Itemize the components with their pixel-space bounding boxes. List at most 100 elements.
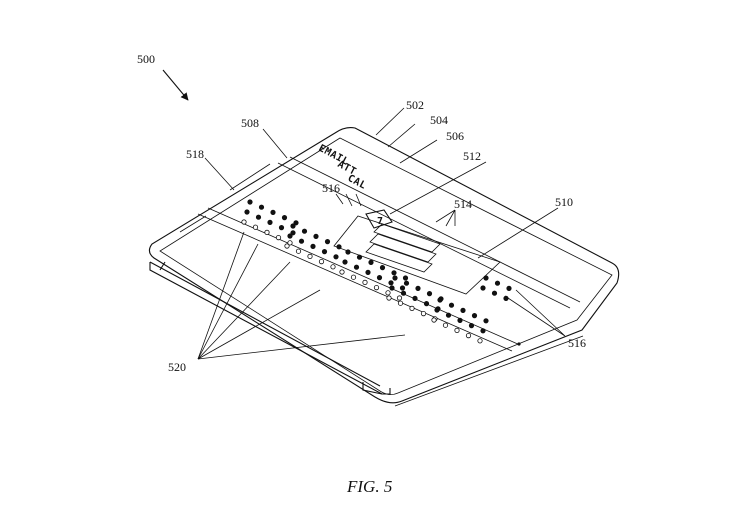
leader-lines (162, 69, 566, 360)
indicator-dot (477, 338, 483, 344)
indicator-dot (321, 249, 328, 255)
indicator-dot (434, 307, 440, 313)
indicator-dot (399, 285, 406, 291)
indicator-dot (468, 322, 475, 329)
indicator-dot (287, 233, 293, 239)
indicator-dot (298, 238, 305, 244)
device-arrow (162, 69, 189, 101)
reference-numerals: 500 502 504 506 508 518 512 516 514 510 … (137, 52, 586, 374)
indicator-dot (356, 254, 363, 260)
indicator-dot (318, 258, 325, 265)
ref-label-b: 506 (446, 129, 464, 143)
indicator-dot (397, 300, 404, 306)
indicator-dot (457, 317, 463, 323)
indicator-dot (389, 285, 395, 291)
indicator-dot (301, 228, 308, 234)
indicator-dot (396, 295, 403, 301)
indicator-dot (506, 285, 512, 291)
label-cal: CAL (346, 173, 368, 192)
indicator-dot (368, 259, 374, 265)
indicator-dot (483, 275, 489, 281)
indicator-dot (264, 229, 270, 235)
app-icon-glyph: 7 (377, 216, 384, 227)
indicator-dot (385, 290, 391, 296)
indicator-dot (307, 253, 313, 259)
indicator-dot (494, 280, 501, 286)
indicator-dot (339, 269, 345, 275)
indicator-dot (284, 243, 290, 249)
indicator-dot (241, 219, 247, 225)
indicator-dot (437, 297, 443, 303)
app-icon: 7 (365, 209, 393, 229)
ref-edge: 518 (186, 147, 204, 161)
indicator-dot (392, 275, 398, 281)
indicator-dot (310, 243, 316, 249)
indicator-dot (324, 239, 331, 245)
indicator-dot (330, 264, 336, 270)
indicator-dot (290, 230, 296, 236)
indicator-dot (376, 274, 383, 281)
indicator-dot (402, 275, 409, 281)
indicator-dot (480, 285, 486, 291)
ref-indicators-left: 516 (322, 181, 340, 195)
ref-icon: 512 (463, 149, 481, 163)
indicator-dot (388, 280, 394, 286)
back-cover-layer (149, 261, 391, 395)
ref-label-a: 504 (430, 113, 448, 127)
active-panel: 7 (333, 209, 501, 295)
ref-cover: 502 (406, 98, 424, 112)
indicator-dot (403, 280, 410, 286)
indicator-dot (247, 199, 253, 205)
indicator-dot (342, 259, 348, 265)
indicator-dot (365, 269, 371, 275)
indicator-dot (345, 249, 351, 255)
indicator-dot (491, 290, 498, 296)
indicator-dot-grid (241, 199, 512, 344)
indicator-dot (255, 214, 262, 220)
ref-indicators-lower: 516 (568, 336, 586, 350)
indicator-dot (353, 264, 360, 270)
indicator-dot (454, 327, 460, 333)
indicator-dot (409, 305, 415, 311)
indicator-dot (483, 318, 489, 324)
indicator-dot (373, 284, 380, 291)
indicator-dot (281, 215, 288, 221)
indicator-dot (278, 225, 285, 231)
indicator-dot (362, 279, 368, 285)
indicator-dot (423, 300, 430, 307)
ref-dots: 520 (168, 360, 186, 374)
panel-slider-bars (365, 223, 441, 273)
indicator-dot (275, 235, 282, 241)
dot-callout-lines (197, 231, 406, 360)
indicator-dot (244, 209, 250, 215)
indicator-dot (290, 223, 296, 229)
indicator-dot (333, 254, 339, 260)
indicator-dot (412, 295, 418, 301)
ref-active-panel: 510 (555, 195, 573, 209)
indicator-dot (448, 302, 455, 308)
ref-indicators-right: 514 (454, 197, 472, 211)
indicator-dot (465, 332, 472, 339)
indicator-dot (295, 248, 302, 254)
indicator-dot (267, 219, 273, 225)
indicator-dot (287, 240, 293, 246)
indicator-dot (431, 317, 437, 323)
indicator-dot (386, 295, 392, 301)
indicator-dot (420, 310, 427, 317)
figure-caption: FIG. 5 (346, 477, 392, 496)
indicator-dot (471, 312, 478, 319)
ref-device: 500 (137, 52, 155, 66)
indicator-dot (460, 307, 466, 313)
indicator-dot (426, 290, 433, 297)
cover-body (148, 127, 620, 407)
indicator-dot (379, 264, 386, 271)
indicator-dot (293, 220, 299, 226)
ref-top-region: 508 (241, 116, 259, 130)
cover-segments (179, 156, 581, 352)
indicator-dot (336, 244, 342, 250)
indicator-dot (258, 204, 265, 210)
indicator-dot (400, 290, 407, 296)
indicator-dot (252, 224, 259, 230)
